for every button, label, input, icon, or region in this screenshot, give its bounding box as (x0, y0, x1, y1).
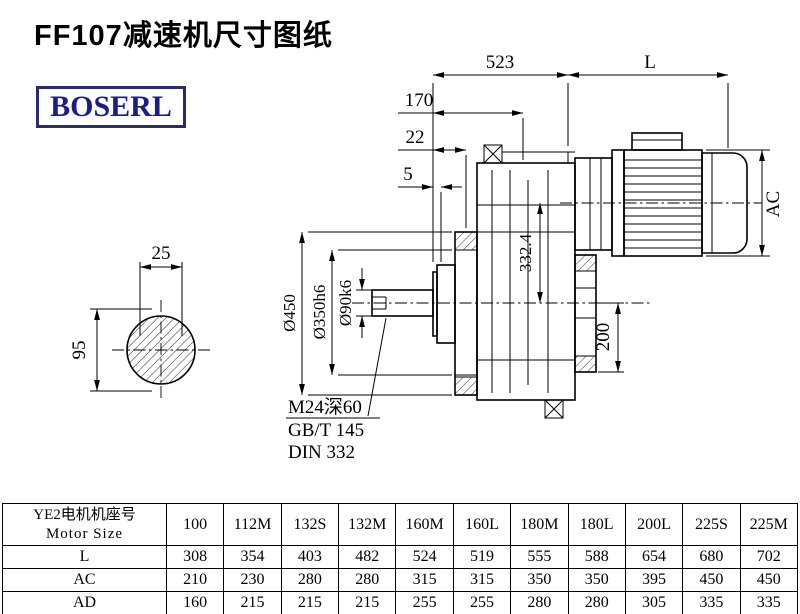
dim-center-height-332: 332.4 (516, 203, 543, 303)
gearbox-housing (432, 144, 576, 419)
dim-95-label: 95 (69, 341, 90, 360)
dimension-value: 215 (280, 591, 340, 614)
dimension-value: 524 (395, 545, 454, 569)
tap-standard-gb-label: GB/T 145 (288, 420, 364, 441)
dimension-value: 519 (452, 545, 512, 569)
motor-size-column-header: 132M (338, 503, 397, 546)
dim-key-width-25: 25 (139, 243, 183, 336)
terminal-box (631, 132, 683, 151)
dim-5-label: 5 (403, 164, 413, 185)
dimension-value: 395 (624, 568, 684, 592)
motor-size-column-header: 225M (739, 503, 799, 546)
motor-size-column-header: 160M (395, 503, 454, 546)
dimension-value: 450 (682, 568, 741, 592)
dim-flange-170: 170 (398, 90, 524, 160)
dim-450-label: Ø450 (280, 294, 299, 332)
output-flange (574, 254, 597, 373)
dimension-value: 255 (395, 591, 454, 614)
motor-size-column-header: 180M (510, 503, 569, 546)
dimension-value: 450 (739, 568, 799, 592)
oil-plug-bottom-icon (544, 399, 564, 419)
dim-L-label: L (644, 52, 656, 73)
motor-size-header-cn: YE2电机机座号 (33, 506, 136, 523)
tap-label: M24深60 (288, 396, 362, 418)
shaft-end-view (112, 300, 210, 400)
dim-332-label: 332.4 (516, 233, 535, 272)
dimension-value: 160 (165, 591, 225, 614)
thread-callout: M24深60 GB/T 145 DIN 332 (286, 317, 387, 463)
dimension-value: 680 (682, 545, 741, 569)
dim-output-200: 200 (593, 302, 624, 373)
motor-size-column-header: 112M (223, 503, 282, 546)
dimension-value: 555 (510, 545, 569, 569)
fan-cover (701, 152, 748, 254)
motor (574, 132, 748, 257)
dimension-value: 702 (739, 545, 799, 569)
dimension-value: 654 (624, 545, 684, 569)
dim-90-label: Ø90k6 (336, 280, 355, 326)
dimension-value: 280 (510, 591, 569, 614)
dimension-drawing: 25 95 (69, 52, 784, 463)
dim-shaft-90: Ø90k6 (336, 268, 372, 338)
input-shaft (371, 289, 434, 317)
dimension-value: 308 (165, 545, 225, 569)
dimension-value: 215 (223, 591, 282, 614)
brand-logo: BOSERL (36, 86, 186, 128)
dim-25-label: 25 (152, 243, 171, 264)
dimension-value: 335 (682, 591, 741, 614)
dim-motor-AC: AC (706, 149, 784, 257)
dim-350-label: Ø350h6 (310, 285, 329, 340)
dimension-value: 280 (567, 591, 626, 614)
dimension-value: 354 (223, 545, 282, 569)
dimension-value: 588 (567, 545, 626, 569)
dimension-value: 350 (510, 568, 569, 592)
dimension-value: 305 (624, 591, 684, 614)
tap-standard-din-label: DIN 332 (288, 442, 355, 463)
dim-spigot-350: Ø350h6 (310, 249, 452, 376)
dimension-value: 210 (165, 568, 225, 592)
dim-motor-L: L (568, 52, 729, 148)
dim-flange-od-450: Ø450 (280, 231, 452, 396)
dim-523-label: 523 (486, 52, 515, 73)
dimension-value: 350 (567, 568, 626, 592)
dim-shaft-95: 95 (69, 308, 152, 392)
dim-step-5: 5 (398, 164, 462, 262)
motor-fins (624, 159, 702, 249)
motor-size-column-header: 160L (452, 503, 512, 546)
motor-size-column-header: 225S (682, 503, 741, 546)
motor-size-column-header: 100 (165, 503, 225, 546)
row-label: AD (2, 591, 167, 614)
dimension-value: 315 (452, 568, 512, 592)
dim-22-label: 22 (406, 127, 425, 148)
row-label: AC (2, 568, 167, 592)
dimension-value: 230 (223, 568, 282, 592)
motor-size-header-cell: YE2电机机座号 Motor Size (2, 503, 167, 546)
brand-text: BOSERL (50, 90, 172, 123)
dimension-value: 482 (338, 545, 397, 569)
motor-size-column-header: 132S (280, 503, 340, 546)
dimension-value: 280 (338, 568, 397, 592)
dim-step-22: 22 (398, 127, 467, 228)
oil-plug-top-icon (483, 144, 503, 164)
dimension-value: 255 (452, 591, 512, 614)
dimension-value: 403 (280, 545, 340, 569)
centerlines (352, 202, 762, 304)
dimension-value: 280 (280, 568, 340, 592)
motor-size-column-header: 200L (624, 503, 684, 546)
motor-size-column-header: 180L (567, 503, 626, 546)
page-title: FF107减速机尺寸图纸 (34, 20, 333, 52)
motor-size-header-en: Motor Size (45, 525, 124, 542)
row-label: L (2, 545, 167, 569)
dimension-value: 215 (338, 591, 397, 614)
dim-AC-label: AC (763, 191, 784, 217)
dim-170-label: 170 (405, 90, 434, 111)
dimension-value: 315 (395, 568, 454, 592)
dimension-value: 335 (739, 591, 799, 614)
dim-200-label: 200 (593, 323, 614, 352)
